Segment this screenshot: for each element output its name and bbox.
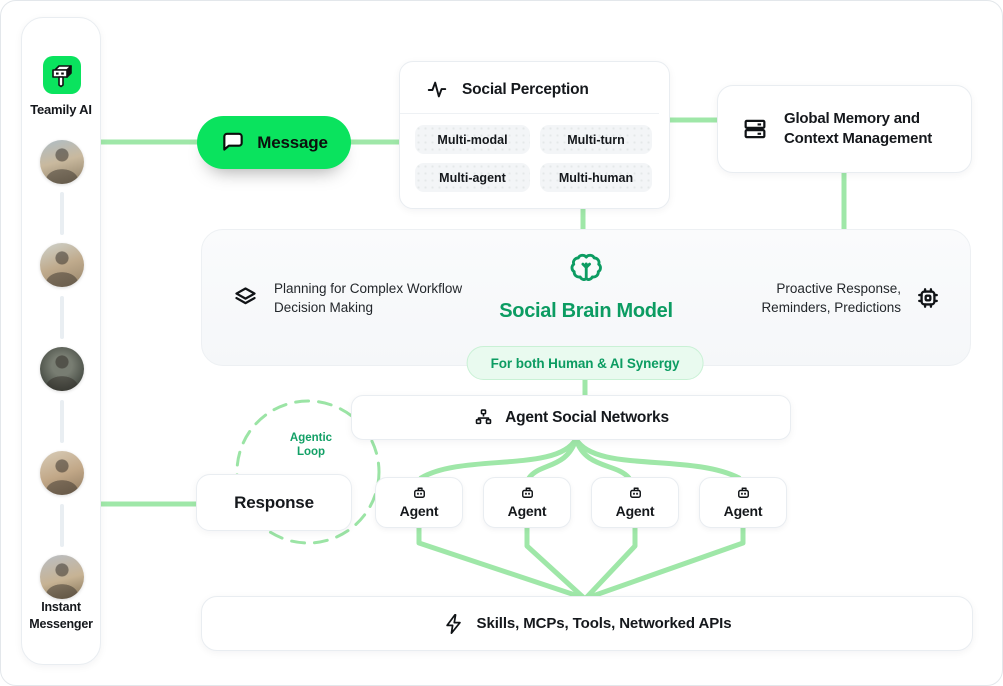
avatar xyxy=(40,451,84,495)
response-label: Response xyxy=(234,492,314,512)
avatar-connector xyxy=(60,504,64,547)
agent-networks-title: Agent Social Networks xyxy=(505,408,669,426)
activity-pulse-icon xyxy=(426,79,448,101)
lightning-bolt-icon xyxy=(443,613,465,635)
chat-bubble-icon xyxy=(220,130,246,156)
social-brain-box: Planning for Complex Workflow Decision M… xyxy=(201,229,971,366)
synergy-badge: For both Human & AI Synergy xyxy=(466,346,704,380)
tag-multi-agent: Multi-agent xyxy=(415,163,530,192)
skills-title: Skills, MCPs, Tools, Networked APIs xyxy=(476,615,732,632)
message-label: Message xyxy=(257,132,328,152)
tag-multi-turn: Multi-turn xyxy=(540,125,652,154)
social-brain-title: Social Brain Model xyxy=(499,300,673,322)
cpu-chip-icon xyxy=(914,284,942,312)
agentic-loop-label: Agentic Loop xyxy=(289,432,333,458)
skills-box: Skills, MCPs, Tools, Networked APIs xyxy=(201,596,973,651)
proactive-note: Proactive Response, Reminders, Predictio… xyxy=(761,279,942,317)
brain-icon xyxy=(566,250,606,288)
message-button[interactable]: Message xyxy=(197,116,351,169)
org-hierarchy-icon xyxy=(473,407,494,428)
agent-node: Agent xyxy=(375,477,463,528)
avatar-connector xyxy=(60,192,64,235)
robot-head-icon xyxy=(734,483,753,502)
agent-node: Agent xyxy=(699,477,787,528)
avatar-connector xyxy=(60,296,64,339)
avatar xyxy=(40,347,84,391)
avatar xyxy=(40,243,84,287)
social-perception-box: Social Perception Multi-modal Multi-turn… xyxy=(399,61,670,209)
robot-head-icon xyxy=(410,483,429,502)
avatar xyxy=(40,555,84,599)
teamily-logo-icon xyxy=(43,56,81,94)
robot-head-icon xyxy=(626,483,645,502)
avatar xyxy=(40,140,84,184)
tag-multi-human: Multi-human xyxy=(540,163,652,192)
instant-messenger-label: Instant Messenger xyxy=(29,600,93,631)
social-perception-title: Social Perception xyxy=(462,81,589,98)
agent-node: Agent xyxy=(591,477,679,528)
agent-node: Agent xyxy=(483,477,571,528)
memory-stack-icon xyxy=(741,115,769,143)
avatar-connector xyxy=(60,400,64,443)
tag-multi-modal: Multi-modal xyxy=(415,125,530,154)
layers-icon xyxy=(232,284,259,311)
agent-social-networks-box: Agent Social Networks xyxy=(351,395,791,440)
response-box: Response xyxy=(196,474,352,531)
messenger-sidebar: Teamily AI Instant Messenger xyxy=(21,17,101,665)
robot-head-icon xyxy=(518,483,537,502)
app-name: Teamily AI xyxy=(30,102,92,117)
social-brain-model: Social Brain Model xyxy=(499,250,673,323)
planning-note: Planning for Complex Workflow Decision M… xyxy=(232,279,462,317)
global-memory-box: Global Memory and Context Management xyxy=(717,85,972,173)
global-memory-title: Global Memory and Context Management xyxy=(784,110,933,147)
